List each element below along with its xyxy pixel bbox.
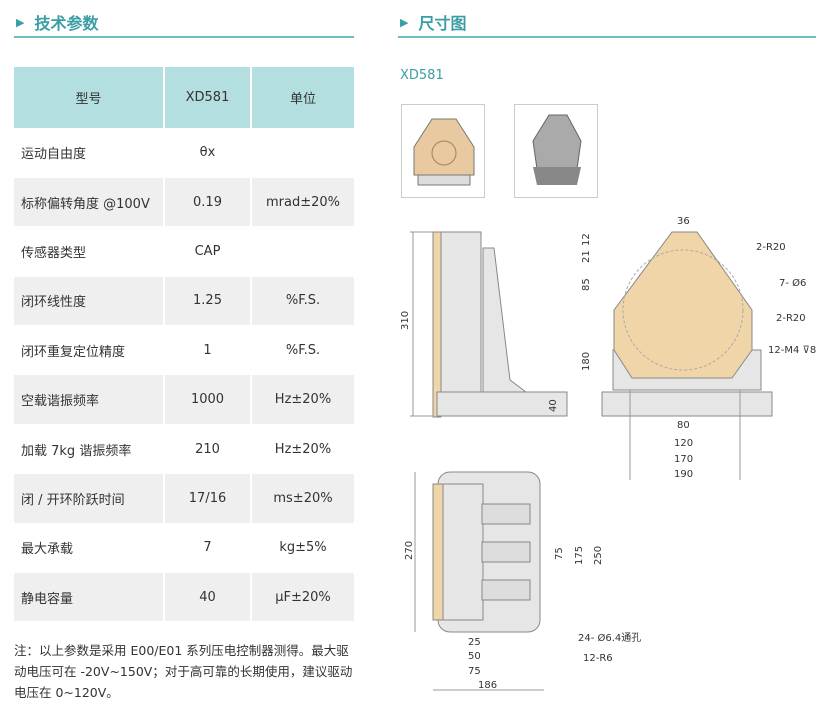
front-view-drawing <box>601 231 773 480</box>
label-24-holes: 24- Ø6.4通孔 <box>578 632 641 644</box>
dim-side-40: 40 <box>548 399 559 412</box>
param-name: 空载谐振频率 <box>14 374 165 425</box>
param-value: 0.19 <box>164 177 252 228</box>
dimensions-title-text: 尺寸图 <box>418 14 467 33</box>
dim-21: 21 <box>581 250 592 263</box>
label-12-R6: 12-R6 <box>583 653 613 664</box>
param-unit: Hz±20% <box>251 424 354 475</box>
param-value: θx <box>164 128 252 178</box>
specs-title-text: 技术参数 <box>34 14 99 33</box>
param-name: 最大承载 <box>14 523 165 574</box>
param-value: 210 <box>164 424 252 475</box>
param-unit: ms±20% <box>251 473 354 524</box>
header-unit: 单位 <box>251 67 354 128</box>
param-value: 1.25 <box>164 276 252 327</box>
model-label: XD581 <box>400 68 444 83</box>
label-12-M4: 12-M4 ⊽8 <box>768 345 816 356</box>
param-value: 1 <box>164 325 252 376</box>
param-name: 闭环线性度 <box>14 276 165 327</box>
param-name: 静电容量 <box>14 572 165 623</box>
param-name: 传感器类型 <box>14 226 165 277</box>
product-thumbnail-front[interactable] <box>401 104 485 198</box>
front-dimension-labels: 36 12 21 85 180 2-R20 7- Ø6 2-R20 12-M4 … <box>581 216 816 480</box>
param-unit <box>251 128 354 178</box>
param-name: 闭环重复定位精度 <box>14 325 165 376</box>
dim-190: 190 <box>674 469 693 480</box>
param-unit: μF±20% <box>251 572 354 623</box>
param-name: 标称偏转角度 @100V <box>14 177 165 228</box>
param-name: 闭 / 开环阶跃时间 <box>14 473 165 524</box>
specs-section-title: ▶ 技术参数 <box>14 8 354 38</box>
top-view-drawing <box>414 471 544 691</box>
param-value: 7 <box>164 523 252 574</box>
dim-175: 175 <box>574 546 585 565</box>
header-xd581: XD581 <box>164 67 252 128</box>
param-value: CAP <box>164 226 252 277</box>
dim-side-310: 310 <box>400 311 411 330</box>
triangle-icon: ▶ <box>400 15 409 29</box>
dim-80: 80 <box>677 420 690 431</box>
param-unit <box>251 226 354 277</box>
param-unit: %F.S. <box>251 276 354 327</box>
dim-75-v: 75 <box>554 547 565 560</box>
param-value: 40 <box>164 572 252 623</box>
product-thumbnail-3d[interactable] <box>514 104 598 198</box>
dim-270: 270 <box>404 541 415 560</box>
param-unit: kg±5% <box>251 523 354 574</box>
dim-85: 85 <box>581 278 592 291</box>
triangle-icon: ▶ <box>16 15 25 29</box>
footnote: 注：以上参数是采用 E00/E01 系列压电控制器测得。最大驱动电压可在 -20… <box>14 643 353 700</box>
dim-180: 180 <box>581 352 592 371</box>
side-view-drawing <box>410 231 568 418</box>
header-model: 型号 <box>14 67 165 128</box>
dim-250: 250 <box>593 546 604 565</box>
label-7-d6: 7- Ø6 <box>779 277 806 289</box>
dim-36: 36 <box>677 216 690 227</box>
dim-75-h: 75 <box>468 666 481 677</box>
dim-12: 12 <box>581 233 592 246</box>
label-2-R20: 2-R20 <box>776 313 806 324</box>
param-unit: %F.S. <box>251 325 354 376</box>
param-value: 17/16 <box>164 473 252 524</box>
dim-186: 186 <box>478 680 497 691</box>
top-dimension-labels: 270 75 175 250 25 50 75 186 24- Ø6.4通孔 1… <box>404 541 641 691</box>
dim-120: 120 <box>674 438 693 449</box>
label-2-R20-top: 2-R20 <box>756 242 786 253</box>
dim-170: 170 <box>674 454 693 465</box>
dim-50: 50 <box>468 651 481 662</box>
dimensions-section-title: ▶ 尺寸图 <box>398 8 816 38</box>
param-name: 运动自由度 <box>14 128 165 178</box>
param-value: 1000 <box>164 374 252 425</box>
param-name: 加载 7kg 谐振频率 <box>14 424 165 475</box>
dim-25: 25 <box>468 637 481 648</box>
param-unit: Hz±20% <box>251 374 354 425</box>
param-unit: mrad±20% <box>251 177 354 228</box>
